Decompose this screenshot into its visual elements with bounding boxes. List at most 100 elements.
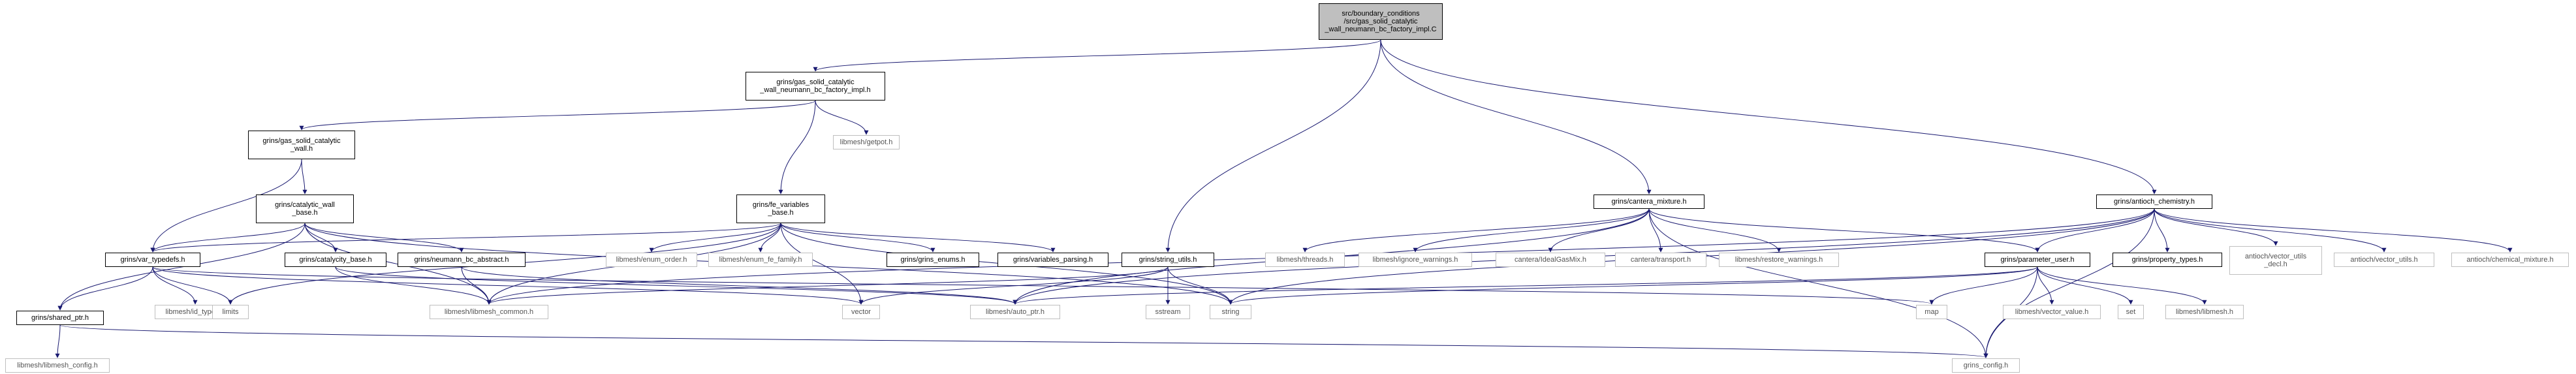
node-label-line: /src/gas_solid_catalytic xyxy=(1343,18,1418,25)
edge-cantera_mix-to-param_user xyxy=(1648,208,2040,253)
edge-shared_ptr-to-grins_config xyxy=(59,324,1988,358)
edge-antioch_chem-to-chem_mix xyxy=(2154,208,2513,253)
node-chem-mix: antioch/chemical_mixture.h xyxy=(2451,253,2569,267)
node-label-line: sstream xyxy=(1155,308,1181,316)
node-prop-types[interactable]: grins/property_types.h xyxy=(2113,253,2222,267)
node-label-line: grins/antioch_chemistry.h xyxy=(2114,198,2195,206)
edge-catalycity_base-to-libmesh_common xyxy=(335,266,492,305)
edge-factory_h-to-getpot xyxy=(815,100,869,135)
edge-param_user-to-auto_ptr xyxy=(1013,266,2038,305)
node-threads: libmesh/threads.h xyxy=(1265,253,1345,267)
edge-fe_vars-to-grins_enums xyxy=(780,223,935,253)
node-enum-order: libmesh/enum_order.h xyxy=(606,253,697,267)
edge-cat_wall-to-libmesh_common xyxy=(304,223,492,305)
node-cantera-mix[interactable]: grins/cantera_mixture.h xyxy=(1594,195,1704,209)
edge-cat_wall-to-neumann_abs xyxy=(304,223,464,253)
node-label-line: _base.h xyxy=(768,209,794,217)
node-antioch-chem[interactable]: grins/antioch_chemistry.h xyxy=(2096,195,2212,209)
node-label-line: libmesh/enum_order.h xyxy=(616,256,687,264)
node-factory-h[interactable]: grins/gas_solid_catalytic_wall_neumann_b… xyxy=(746,72,885,101)
edge-fe_vars-to-vector xyxy=(780,223,864,305)
edge-cantera_mix-to-ideal_gas xyxy=(1548,208,1650,253)
node-label-line: cantera/transport.h xyxy=(1630,256,1691,264)
edge-root-to-antioch_chem xyxy=(1380,39,2157,195)
node-label-line: libmesh/libmesh_config.h xyxy=(17,362,98,369)
node-label-line: _base.h xyxy=(292,209,318,217)
edge-var_typedefs-to-id_types xyxy=(152,266,198,305)
edge-shared_ptr-to-libmesh_config xyxy=(55,324,61,358)
edge-cantera_mix-to-transport xyxy=(1648,208,1663,253)
node-label-line: grins/variables_parsing.h xyxy=(1013,256,1093,264)
node-enum-fe-family: libmesh/enum_fe_family.h xyxy=(708,253,813,267)
edge-cantera_mix-to-threads xyxy=(1302,208,1650,253)
edge-gas_wall-to-var_typedefs xyxy=(150,159,302,253)
node-label-line: libmesh/auto_ptr.h xyxy=(986,308,1045,316)
node-label-line: grins/cantera_mixture.h xyxy=(1611,198,1687,206)
node-label-line: grins_config.h xyxy=(1963,362,2009,369)
node-label-line: vector xyxy=(851,308,871,316)
node-fe-vars[interactable]: grins/fe_variables_base.h xyxy=(736,195,825,223)
node-label-line: antioch/vector_utils xyxy=(2244,253,2307,260)
node-label-line: libmesh/threads.h xyxy=(1276,256,1334,264)
edge-root-to-cantera_mix xyxy=(1380,39,1652,195)
node-label-line: cantera/IdealGasMix.h xyxy=(1514,256,1587,264)
edge-param_user-to-libmesh_h xyxy=(2037,266,2207,305)
node-string: string xyxy=(1210,305,1251,319)
node-catalycity-base[interactable]: grins/catalycity_base.h xyxy=(285,253,386,267)
node-label-line: set xyxy=(2126,308,2136,316)
edge-antioch_chem-to-prop_types xyxy=(2154,208,2170,253)
edge-root-to-string_utils xyxy=(1165,39,1381,253)
node-set: set xyxy=(2118,305,2144,319)
node-cat-wall[interactable]: grins/catalytic_wall_base.h xyxy=(256,195,354,223)
node-label-line: src/boundary_conditions xyxy=(1342,10,1420,18)
edge-antioch_chem-to-vec_utils_decl xyxy=(2154,208,2278,246)
node-string-utils[interactable]: grins/string_utils.h xyxy=(1122,253,1214,267)
edge-var_typedefs-to-map xyxy=(152,266,1934,305)
node-limits: limits xyxy=(212,305,249,319)
edge-factory_h-to-gas_wall xyxy=(299,100,816,131)
node-label-line: map xyxy=(1924,308,1939,316)
node-grins-enums[interactable]: grins/grins_enums.h xyxy=(887,253,979,267)
node-label-line: grins/property_types.h xyxy=(2131,256,2203,264)
node-ignore-warn: libmesh/ignore_warnings.h xyxy=(1359,253,1472,267)
node-label-line: string xyxy=(1221,308,1240,316)
node-gas-wall[interactable]: grins/gas_solid_catalytic_wall.h xyxy=(248,131,355,159)
node-param-user[interactable]: grins/parameter_user.h xyxy=(1985,253,2090,267)
node-label-line: _wall_neumann_bc_factory_impl.C xyxy=(1325,25,1437,33)
edge-var_typedefs-to-limits xyxy=(152,266,233,305)
edge-antioch_chem-to-grins_config xyxy=(1983,208,2155,358)
edge-param_user-to-map xyxy=(1929,266,2038,305)
edge-cat_wall-to-var_typedefs xyxy=(150,223,306,253)
node-transport: cantera/transport.h xyxy=(1615,253,1706,267)
node-label-line: _decl.h xyxy=(2264,260,2287,268)
node-var-typedefs[interactable]: grins/var_typedefs.h xyxy=(105,253,200,267)
edge-string_utils-to-vector xyxy=(858,266,1169,305)
node-label-line: grins/var_typedefs.h xyxy=(120,256,185,264)
node-label-line: libmesh/ignore_warnings.h xyxy=(1372,256,1458,264)
node-label-line: grins/gas_solid_catalytic xyxy=(776,78,855,86)
edge-cantera_mix-to-restore_warn xyxy=(1648,208,1782,253)
edge-antioch_chem-to-vec_utils xyxy=(2154,208,2387,253)
node-sstream: sstream xyxy=(1146,305,1190,319)
node-var-parsing[interactable]: grins/variables_parsing.h xyxy=(997,253,1108,267)
node-label-line: grins/neumann_bc_abstract.h xyxy=(414,256,509,264)
node-label-line: antioch/chemical_mixture.h xyxy=(2466,256,2554,264)
node-label-line: _wall.h xyxy=(290,145,313,153)
node-shared-ptr[interactable]: grins/shared_ptr.h xyxy=(16,311,104,325)
node-neumann-abs[interactable]: grins/neumann_bc_abstract.h xyxy=(398,253,526,267)
node-label-line: grins/grins_enums.h xyxy=(900,256,966,264)
node-label-line: libmesh/getpot.h xyxy=(840,138,893,146)
edge-var_typedefs-to-vector xyxy=(152,266,864,305)
edge-gas_wall-to-cat_wall xyxy=(301,159,307,195)
node-label-line: _wall_neumann_bc_factory_impl.h xyxy=(760,86,871,94)
edge-neumann_abs-to-auto_ptr xyxy=(461,266,1018,305)
edge-cantera_mix-to-grins_config xyxy=(1648,208,1988,358)
node-libmesh-common: libmesh/libmesh_common.h xyxy=(430,305,548,319)
edge-antioch_chem-to-param_user xyxy=(2035,208,2155,253)
edge-fe_vars-to-enum_fe_family xyxy=(758,223,781,253)
node-label-line: libmesh/vector_value.h xyxy=(2015,308,2089,316)
node-label-line: grins/shared_ptr.h xyxy=(31,314,89,322)
node-libmesh-h: libmesh/libmesh.h xyxy=(2165,305,2244,319)
node-label-line: limits xyxy=(222,308,239,316)
node-root[interactable]: src/boundary_conditions/src/gas_solid_ca… xyxy=(1319,3,1443,40)
